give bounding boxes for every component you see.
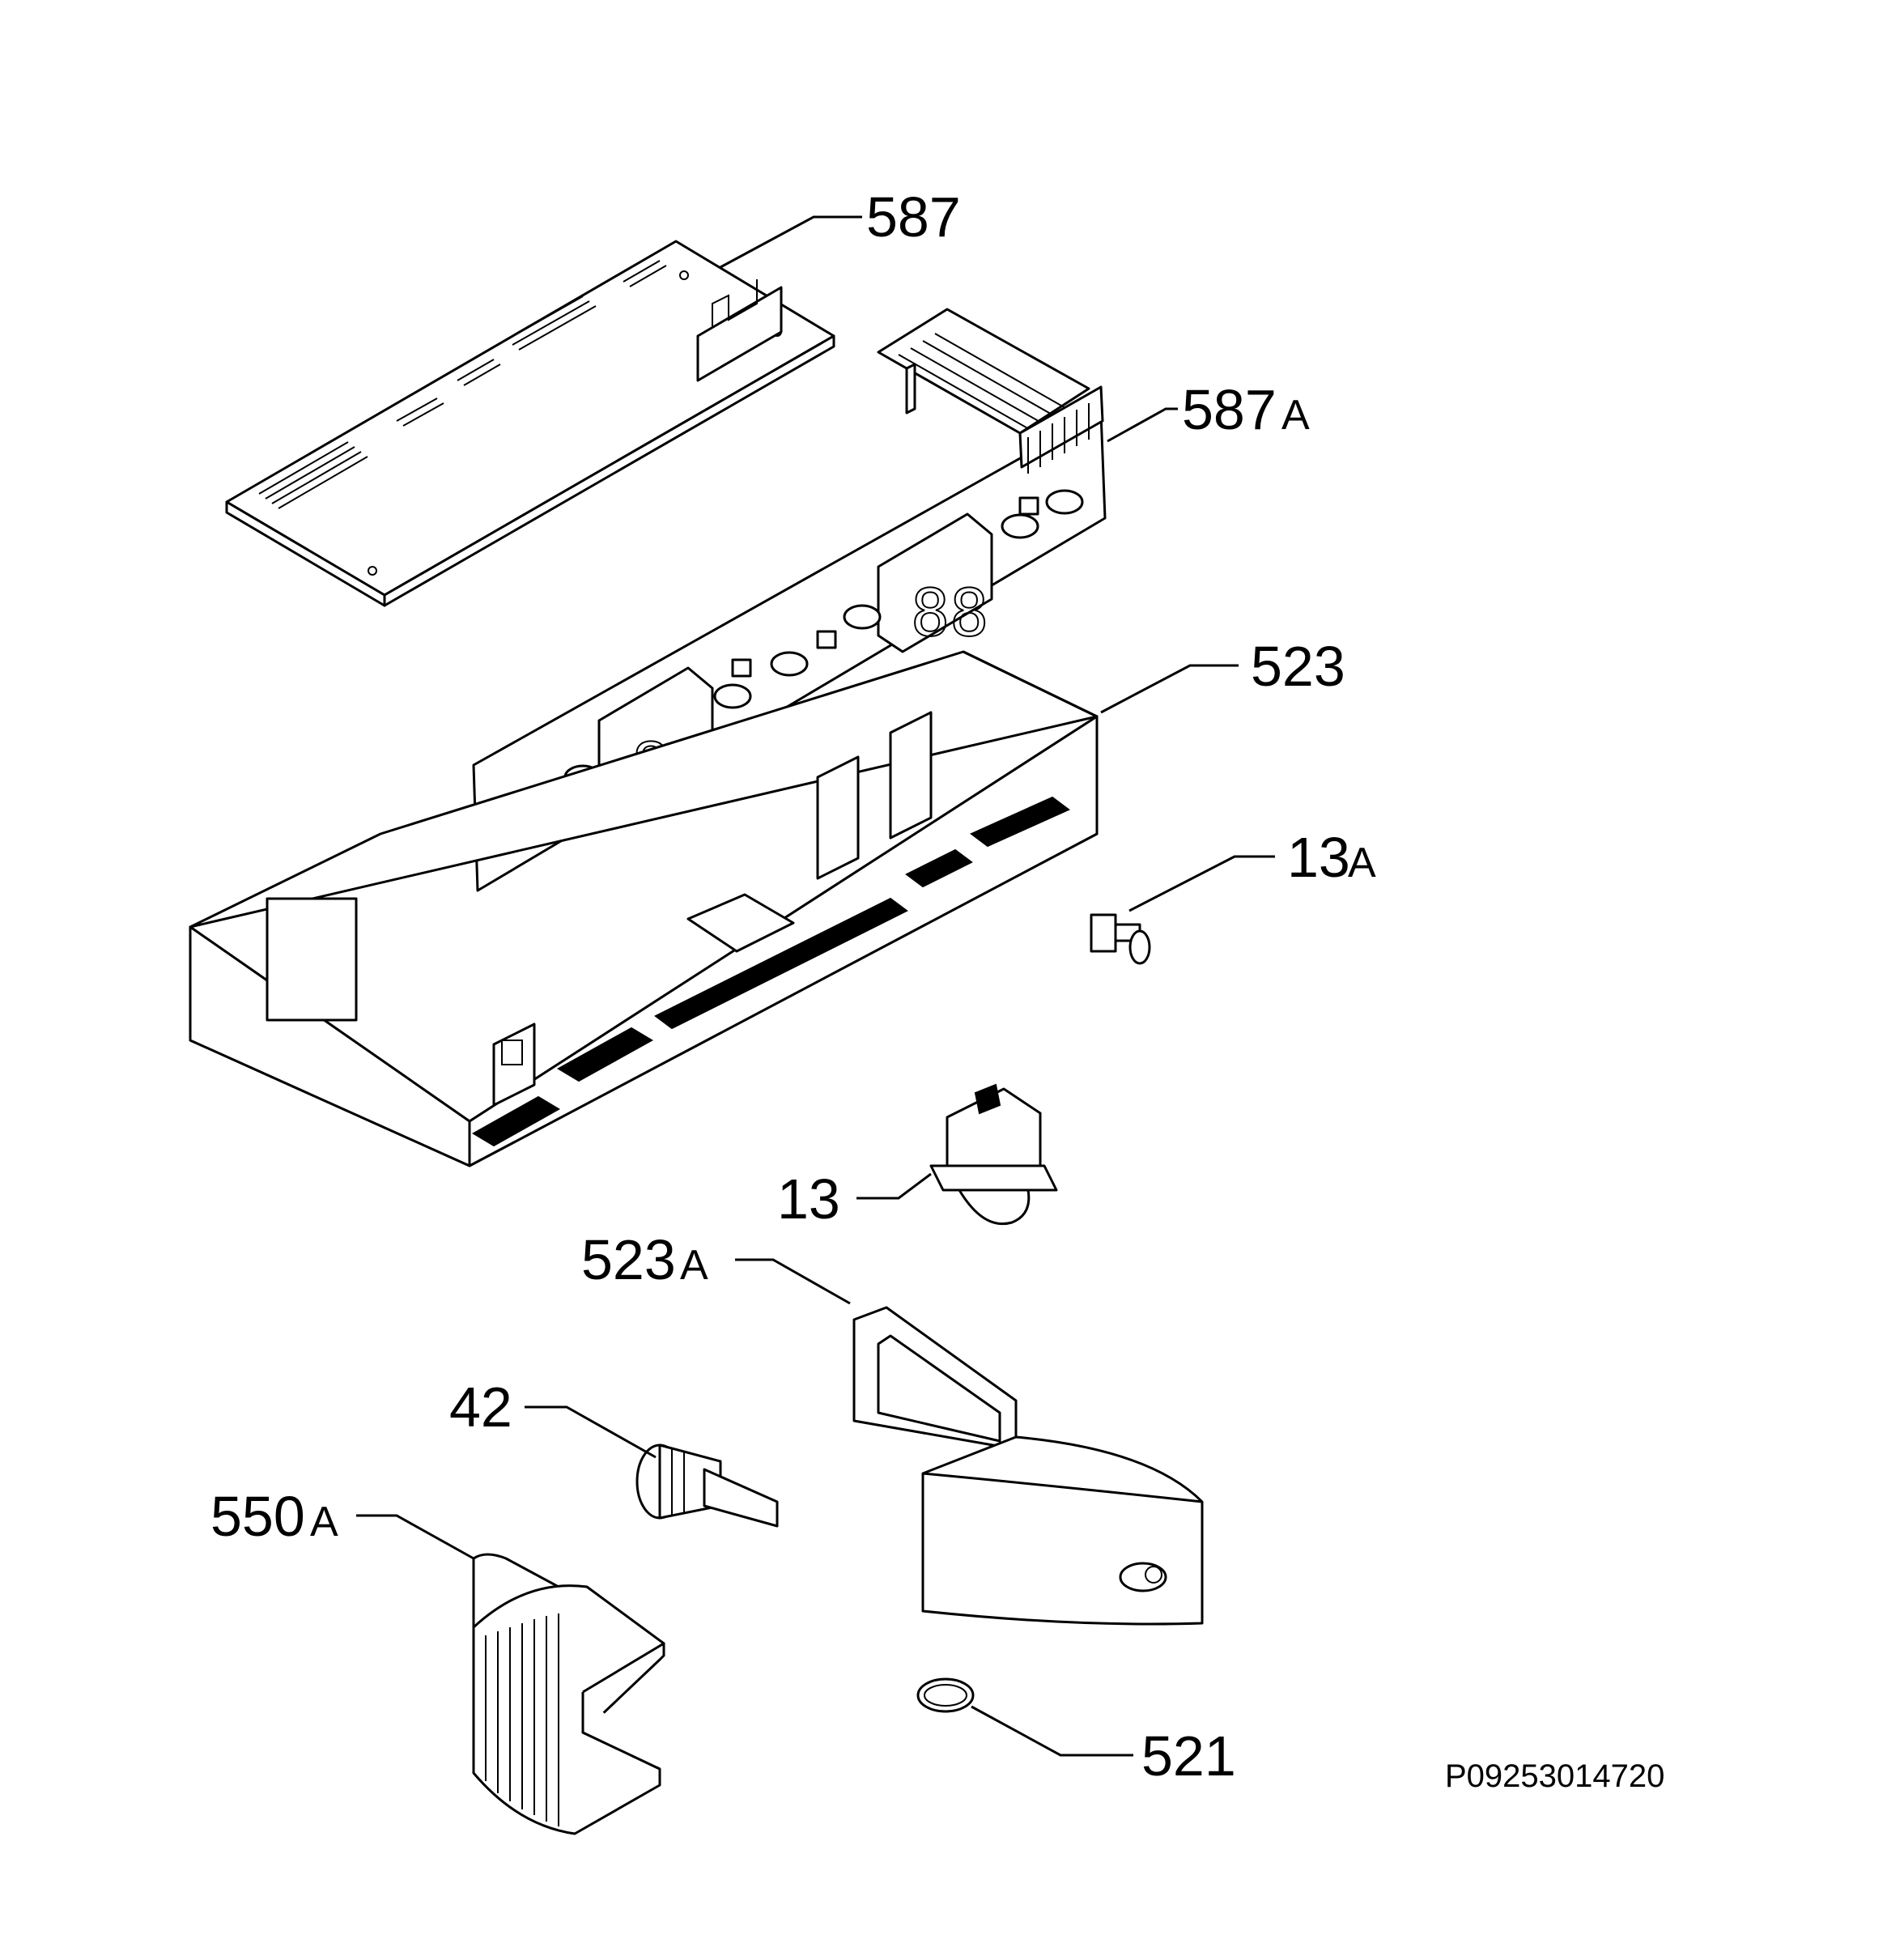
part-number-13A: 13: [1287, 826, 1350, 889]
svg-text:88: 88: [911, 576, 988, 651]
part-suffix-523A: A: [680, 1242, 708, 1289]
part-13A-label: 13 A: [1128, 826, 1376, 912]
part-13-label: 13: [777, 1167, 932, 1231]
part-number-587: 587: [866, 185, 961, 249]
part-523A-label: 523 A: [581, 1228, 851, 1305]
part-42-label: 42: [449, 1375, 657, 1459]
part-number-13: 13: [777, 1167, 840, 1231]
part-587-label: 587: [720, 185, 961, 269]
part-number-587A: 587: [1182, 378, 1277, 441]
diagram-code: P09253014720: [1445, 1758, 1664, 1794]
part-523-label: 523: [1100, 635, 1345, 714]
part-suffix-587A: A: [1281, 392, 1310, 439]
part-suffix-550A: A: [310, 1499, 338, 1545]
part-suffix-13A: A: [1348, 840, 1376, 886]
part-number-523A: 523: [581, 1228, 676, 1291]
part-13-rocker-switch: [929, 1083, 1058, 1226]
part-42-lamp-holder: [635, 1443, 779, 1528]
part-number-521: 521: [1141, 1724, 1236, 1788]
part-521-label: 521: [971, 1705, 1236, 1788]
part-number-42: 42: [449, 1375, 512, 1439]
part-number-550A: 550: [210, 1485, 305, 1548]
part-587-circuit-board: [225, 240, 835, 607]
part-587A-label: 587 A: [1107, 378, 1310, 443]
part-523-housing-tray: [189, 650, 1099, 1167]
part-13A-switch: [1090, 913, 1151, 965]
part-550A-label: 550 A: [210, 1485, 474, 1560]
part-550A-end-cap: [472, 1553, 665, 1835]
part-523A-end-cap: [852, 1306, 1204, 1626]
part-number-523: 523: [1251, 635, 1345, 698]
part-521-o-ring: [916, 1677, 975, 1713]
